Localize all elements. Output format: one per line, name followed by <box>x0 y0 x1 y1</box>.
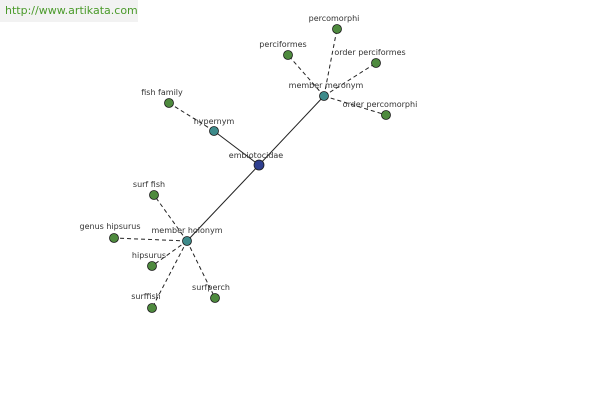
term-node-perciformes[interactable] <box>283 50 293 60</box>
edge-member-holonym-to-surfperch <box>186 240 216 299</box>
term-label-surf-fish[interactable]: surf fish <box>133 180 165 189</box>
term-node-percomorphi[interactable] <box>332 24 342 34</box>
source-url[interactable]: http://www.artikata.com <box>5 4 138 17</box>
term-label-order-percomorphi[interactable]: order percomorphi <box>343 100 418 109</box>
term-node-surf-fish[interactable] <box>149 190 159 200</box>
edge-hypernym-to-fish-family <box>168 102 215 132</box>
relation-label-member-holonym[interactable]: member holonym <box>151 226 222 235</box>
graph-nodes <box>109 24 391 313</box>
edge-center-to-hypernym <box>213 130 260 166</box>
edge-member-meronym-to-order-perciformes <box>323 62 377 97</box>
term-label-genus-hipsurus[interactable]: genus hipsurus <box>80 222 141 231</box>
center-node-label[interactable]: embiotocidae <box>229 151 284 160</box>
edge-member-holonym-to-genus-hipsurus <box>113 237 188 242</box>
term-label-surffish[interactable]: surffish <box>131 292 161 301</box>
term-node-surfperch[interactable] <box>210 293 220 303</box>
term-node-order-percomorphi[interactable] <box>381 110 391 120</box>
relation-node-member-meronym[interactable] <box>319 91 329 101</box>
edge-center-to-member-holonym <box>186 164 260 242</box>
term-node-hipsurus[interactable] <box>147 261 157 271</box>
relation-node-member-holonym[interactable] <box>182 236 192 246</box>
edge-member-meronym-to-perciformes <box>287 54 325 97</box>
term-node-genus-hipsurus[interactable] <box>109 233 119 243</box>
relation-label-hypernym[interactable]: hypernym <box>194 117 235 126</box>
source-url-banner: http://www.artikata.com <box>0 0 138 22</box>
term-node-fish-family[interactable] <box>164 98 174 108</box>
term-label-order-perciformes[interactable]: order perciformes <box>334 48 405 57</box>
term-label-perciformes[interactable]: perciformes <box>259 40 306 49</box>
relation-node-hypernym[interactable] <box>209 126 219 136</box>
term-label-fish-family[interactable]: fish family <box>141 88 183 97</box>
edge-member-meronym-to-order-percomorphi <box>323 95 387 116</box>
edge-member-holonym-to-hipsurus <box>151 240 188 267</box>
term-label-hipsurus[interactable]: hipsurus <box>132 251 166 260</box>
edge-member-holonym-to-surf-fish <box>153 194 188 242</box>
graph-labels: embiotocidae hypernym fish family member me… <box>80 14 418 301</box>
edge-member-meronym-to-percomorphi <box>323 28 338 97</box>
edge-center-to-member-meronym <box>258 95 325 166</box>
graph-edges <box>113 28 387 309</box>
relation-label-member-meronym[interactable]: member meronym <box>289 81 364 90</box>
term-node-surffish[interactable] <box>147 303 157 313</box>
edge-member-holonym-to-surffish <box>151 240 188 309</box>
term-label-percomorphi[interactable]: percomorphi <box>309 14 360 23</box>
center-node[interactable] <box>253 159 265 171</box>
term-node-order-perciformes[interactable] <box>371 58 381 68</box>
term-label-surfperch[interactable]: surfperch <box>192 283 230 292</box>
